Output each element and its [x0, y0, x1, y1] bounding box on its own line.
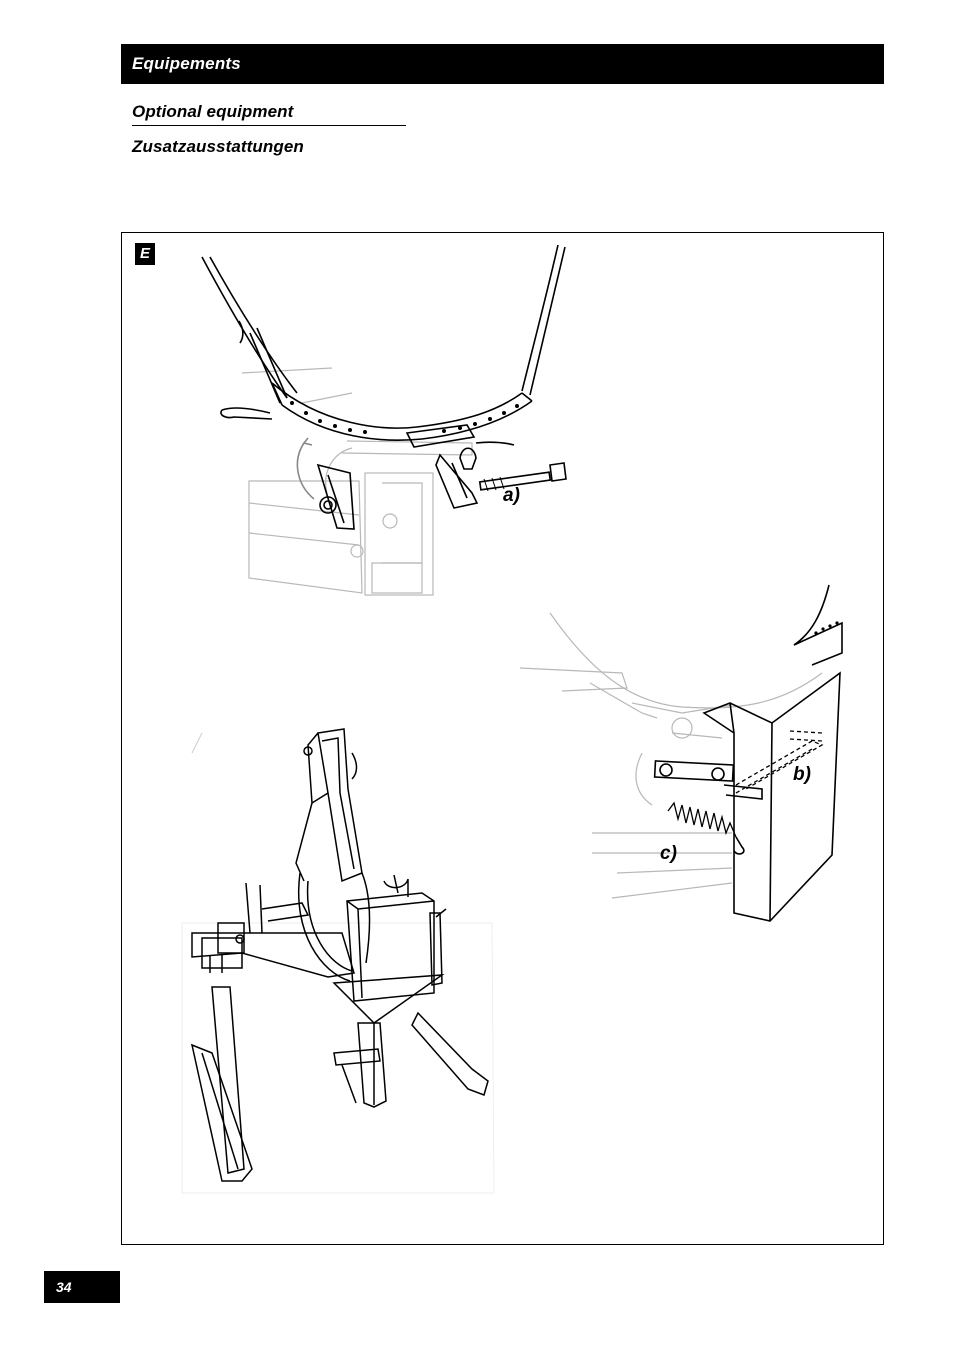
callout-a: a) [503, 485, 520, 506]
subtitle-underline [132, 125, 406, 126]
drawing-a-hopper-mount [201, 244, 567, 596]
figure-badge: E [135, 243, 155, 265]
spring [667, 801, 737, 838]
technical-drawing [181, 244, 843, 1194]
page-number-tab: 34 [44, 1271, 120, 1303]
page-number: 34 [56, 1279, 72, 1295]
section-title: Equipements [132, 54, 241, 73]
callout-c: c) [660, 843, 677, 864]
drawing-bc-deflector [519, 584, 843, 922]
subtitle-english: Optional equipment [132, 102, 294, 121]
drawing-transport-stand [181, 728, 495, 1194]
callout-b: b) [793, 764, 811, 785]
subtitle-german: Zusatzausstattungen [132, 137, 304, 156]
section-header-bar: Equipements [121, 44, 884, 84]
figure-frame: E [121, 232, 884, 1245]
